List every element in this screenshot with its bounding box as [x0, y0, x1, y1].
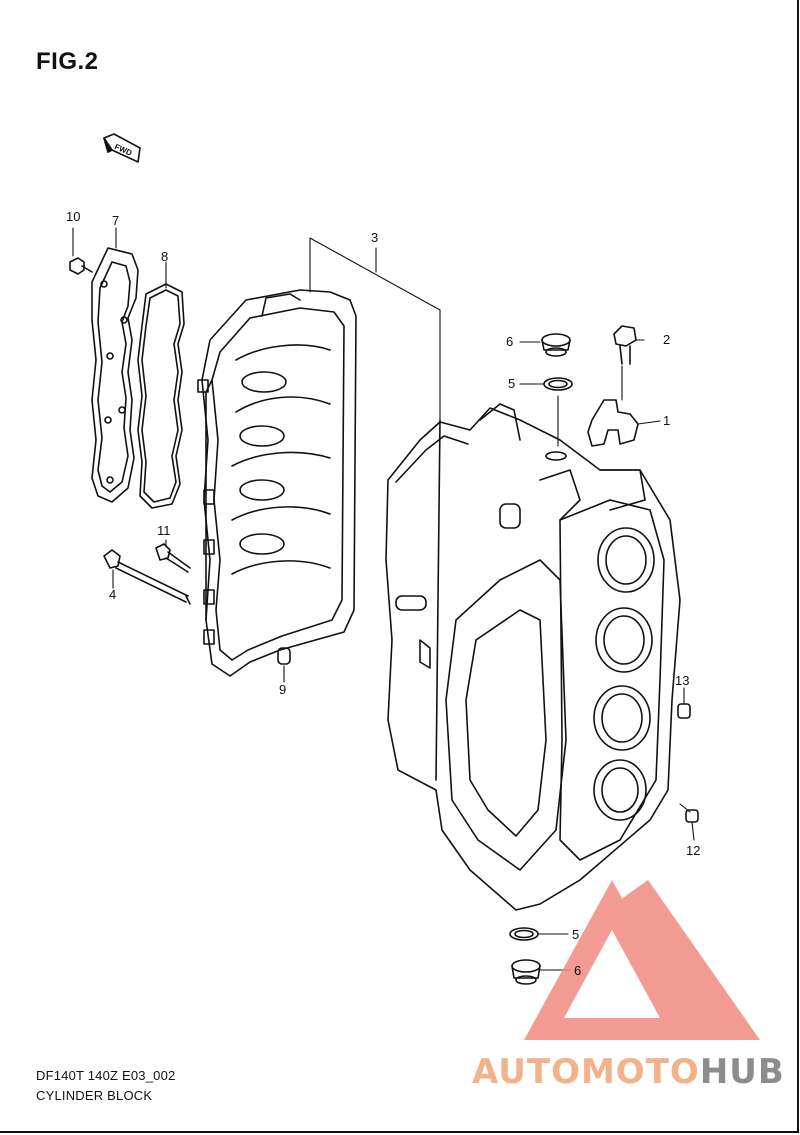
part-6-plug-top: [541, 333, 571, 357]
callout-9: 9: [279, 682, 287, 697]
callout-10: 10: [66, 209, 81, 224]
callout-13: 13: [675, 673, 690, 688]
part-11-bolt: [155, 543, 191, 573]
part-10-bolt: [69, 257, 93, 275]
callout-5-top: 5: [508, 376, 516, 391]
callout-4: 4: [109, 587, 117, 602]
callout-1: 1: [663, 413, 671, 428]
part-2-bolt: [613, 325, 637, 365]
callout-6-bottom: 6: [574, 963, 582, 978]
part-8-gasket: [137, 283, 185, 509]
part-5-washer-top: [543, 377, 573, 391]
leader-lines: [72, 227, 695, 971]
callout-5-bottom: 5: [572, 927, 580, 942]
part-7-exhaust-cover: [91, 247, 139, 503]
callout-2: 2: [663, 332, 671, 347]
model-code: DF140T 140Z E03_002: [36, 1068, 176, 1083]
watermark-part-2: HUB: [699, 1052, 785, 1092]
callout-7: 7: [112, 213, 120, 228]
part-13-pin: [677, 703, 691, 719]
watermark-text: AUTOMOTOHUB: [472, 1052, 785, 1092]
diagram-name: CYLINDER BLOCK: [36, 1088, 153, 1103]
figure-title: FIG.2: [36, 48, 99, 75]
callout-11: 11: [157, 523, 171, 538]
part-3-crankcase: [197, 289, 357, 677]
fwd-arrow-icon: FWD: [103, 133, 141, 163]
part-12-plug: [685, 809, 699, 823]
automotohub-logo-icon: [524, 880, 760, 1040]
cylinder-block: [385, 403, 681, 911]
callout-3: 3: [371, 230, 379, 245]
part-4-long-bolt: [103, 549, 191, 605]
callout-8: 8: [161, 249, 169, 264]
part-6-plug-bottom: [511, 959, 541, 985]
part-1-bracket: [587, 399, 639, 447]
part-5-washer-bottom: [509, 927, 539, 941]
watermark-part-1: AUTOMOTO: [472, 1052, 700, 1092]
callout-6-top: 6: [506, 334, 514, 349]
part-9-dowel-pin: [277, 647, 291, 665]
callout-12: 12: [686, 843, 701, 858]
